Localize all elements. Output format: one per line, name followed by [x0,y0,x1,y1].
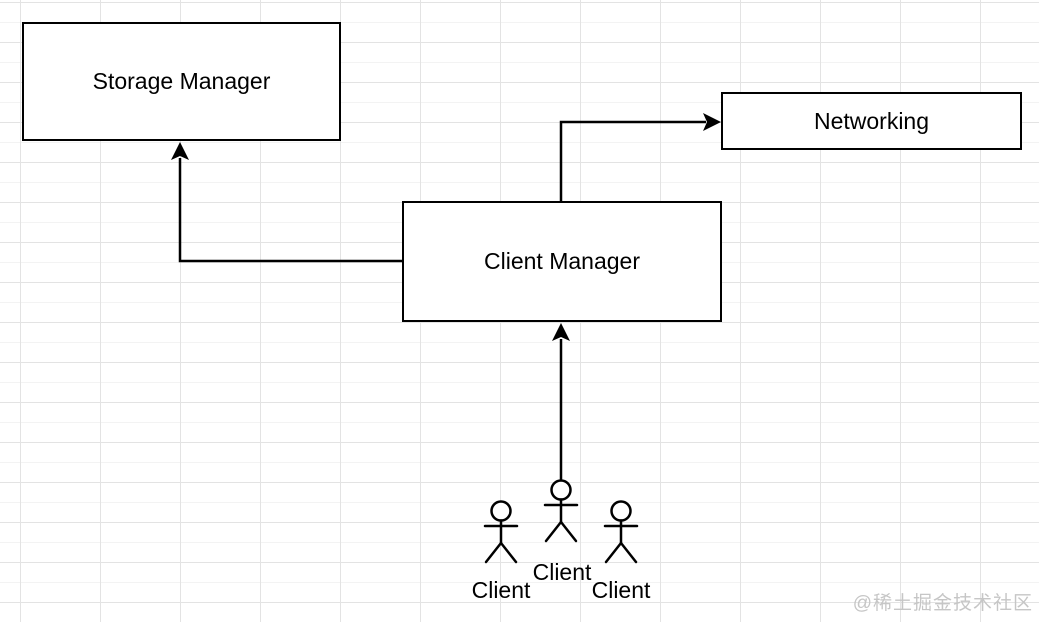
edge-line [178,158,402,263]
edge-client-manager-to-networking [559,113,721,201]
watermark-text: @稀土掘金技术社区 [852,593,1033,614]
edge-clients-to-client-manager [552,323,570,480]
node-client-manager: Client Manager [402,201,722,322]
actor-head-icon [610,500,632,522]
actor-head-icon [490,500,512,522]
actor-client-left-label: Client [471,577,531,603]
node-storage-manager: Storage Manager [22,22,341,141]
actor-leg-right [499,541,518,564]
actor-client-middle [543,479,579,543]
actor-leg-left [544,520,563,543]
actor-leg-left [484,541,503,564]
node-networking: Networking [721,92,1022,150]
node-storage-manager-label: Storage Manager [92,68,271,94]
arrowhead-up-icon [171,142,189,160]
actor-leg-left [604,541,623,564]
actor-head-icon [550,479,572,501]
actor-client-right [603,500,639,564]
actor-leg-right [559,520,578,543]
node-networking-label: Networking [813,107,930,134]
edge-client-manager-to-storage-manager [171,142,402,263]
actor-leg-right [619,541,638,564]
actor-client-right-label: Client [591,577,651,603]
edge-line [559,120,706,201]
node-client-manager-label: Client Manager [484,248,640,274]
actor-client-middle-label: Client [532,559,592,585]
arrowhead-up-icon [552,323,570,341]
arrowhead-right-icon [703,113,721,131]
actor-client-left [483,500,519,564]
